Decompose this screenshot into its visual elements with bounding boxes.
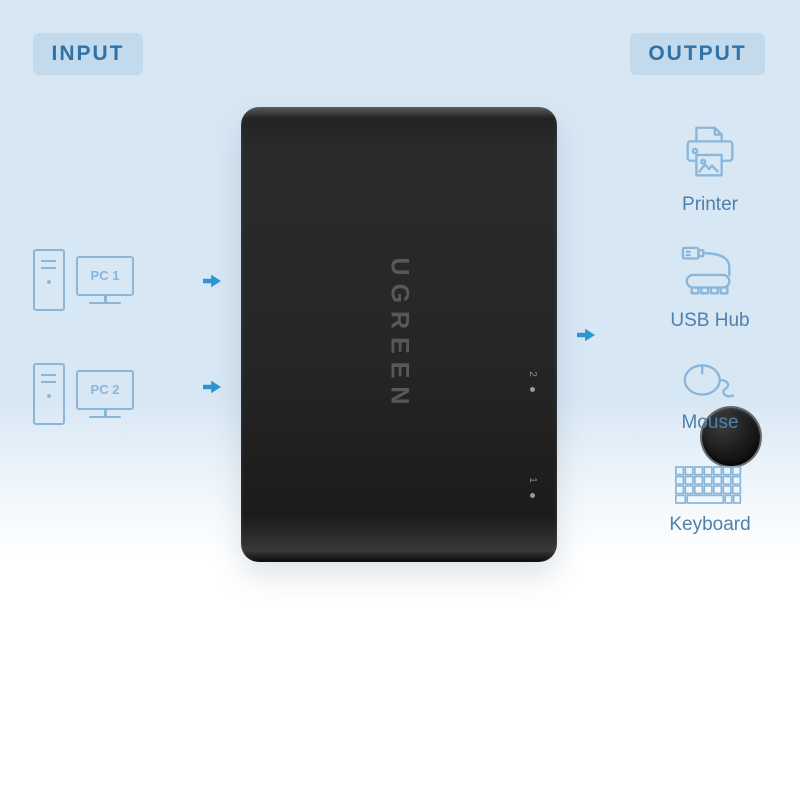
output-item-printer: Printer [677, 120, 743, 216]
keyboard-label: Keyboard [669, 514, 751, 535]
tower-power-dot [47, 394, 51, 398]
port-number-2: 2 [527, 371, 538, 377]
input-badge-label: INPUT [51, 42, 125, 65]
monitor-icon: PC 1 [76, 255, 134, 305]
usb-hub-icon [681, 246, 731, 295]
port-indicator-2: 2 [524, 369, 540, 392]
monitor-base [89, 415, 121, 419]
pc1-label: PC 1 [90, 268, 120, 284]
output-item-keyboard: Keyboard [669, 464, 751, 536]
port-number-1: 1 [527, 477, 538, 483]
tower-power-dot [47, 280, 51, 284]
output-column: Printer USB Hub Mouse Key [638, 120, 782, 536]
monitor-screen: PC 2 [76, 369, 134, 410]
monitor-neck [103, 409, 107, 416]
mouse-icon [683, 364, 735, 398]
monitor-screen: PC 1 [76, 255, 134, 296]
output-badge: OUTPUT [630, 33, 765, 75]
keyboard-icon [674, 466, 742, 504]
monitor-neck [103, 295, 107, 302]
tower-slot-line [41, 381, 56, 383]
monitor-base [89, 301, 121, 305]
port-indicator-1: 1 [524, 475, 540, 498]
pc-tower-icon [33, 249, 65, 311]
usb-hub-label: USB Hub [670, 310, 750, 331]
arrow-right-icon [203, 380, 221, 394]
usb-switch-device: UGREEN 2 1 [241, 107, 760, 562]
output-item-mouse: Mouse [679, 356, 741, 434]
input-badge: INPUT [33, 33, 143, 75]
port-led-icon [529, 387, 535, 392]
tower-slot-line [41, 374, 56, 376]
brand-text: UGREEN [385, 257, 414, 412]
arrow-right-icon [203, 274, 221, 288]
mouse-label: Mouse [681, 412, 739, 433]
printer-label: Printer [682, 194, 738, 215]
pc-tower-icon [33, 363, 65, 425]
selector-button-icon [702, 408, 760, 466]
input-group-pc1: PC 1 [33, 248, 145, 312]
input-group-pc2: PC 2 [33, 362, 145, 426]
monitor-icon: PC 2 [76, 369, 134, 419]
tower-slot-line [41, 260, 56, 262]
port-led-icon [529, 493, 535, 498]
printer-icon [686, 126, 734, 177]
output-item-usb-hub: USB Hub [670, 244, 750, 332]
pc2-label: PC 2 [90, 382, 120, 398]
output-badge-label: OUTPUT [648, 42, 747, 65]
arrow-right-icon [577, 328, 595, 342]
tower-slot-line [41, 267, 56, 269]
